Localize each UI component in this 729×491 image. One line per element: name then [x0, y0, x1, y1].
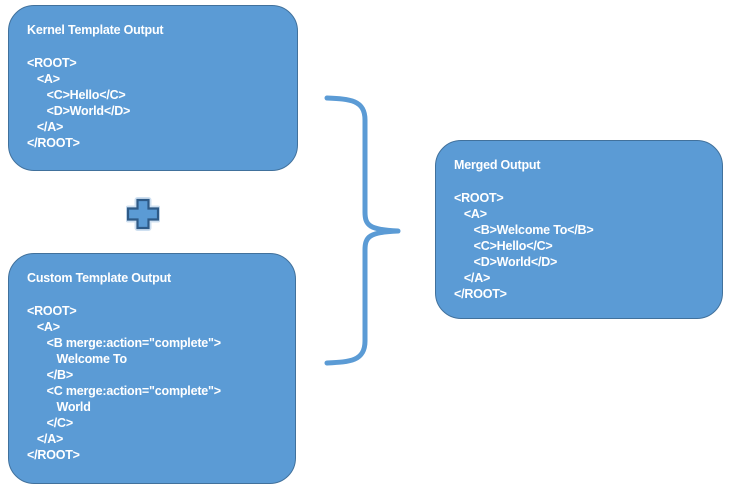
kernel-box-title: Kernel Template Output	[27, 23, 164, 37]
merged-output-box: Merged Output <ROOT> <A> <B>Welcome To</…	[435, 140, 723, 319]
right-curly-brace-icon	[324, 95, 401, 366]
kernel-box-code: <ROOT> <A> <C>Hello</C> <D>World</D> </A…	[27, 56, 131, 150]
merged-box-code: <ROOT> <A> <B>Welcome To</B> <C>Hello</C…	[454, 191, 594, 301]
merged-box-title: Merged Output	[454, 158, 541, 172]
plus-icon	[126, 197, 160, 231]
plus-shape	[126, 198, 160, 230]
brace-path	[324, 95, 401, 366]
kernel-template-output-box: Kernel Template Output <ROOT> <A> <C>Hel…	[8, 5, 298, 171]
custom-template-output-box: Custom Template Output <ROOT> <A> <B mer…	[8, 253, 296, 484]
custom-box-title: Custom Template Output	[27, 271, 171, 285]
custom-box-code: <ROOT> <A> <B merge:action="complete"> W…	[27, 304, 221, 462]
